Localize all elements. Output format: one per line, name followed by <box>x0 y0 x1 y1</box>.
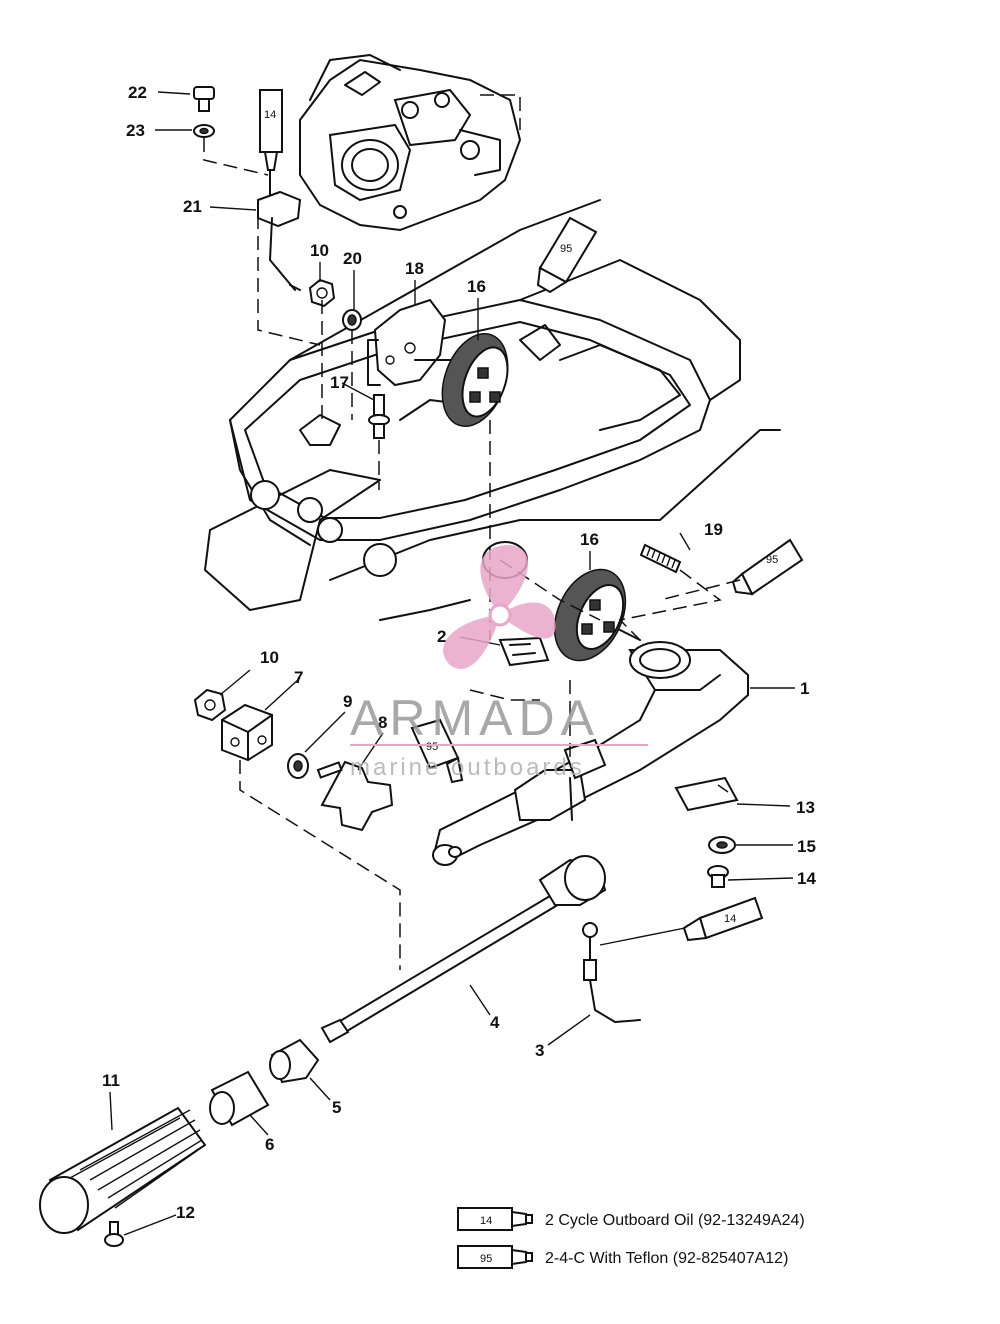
callout-8: 8 <box>378 713 387 732</box>
tube-95-right-label: 95 <box>766 554 778 566</box>
tube-14-top-label: 14 <box>264 109 276 121</box>
part-18-bracket <box>367 298 471 387</box>
part-5-bushing <box>269 1038 320 1084</box>
callout-3: 3 <box>535 1041 544 1060</box>
watermark-brand: ARMADA <box>350 690 600 746</box>
tube-95-top: 95 <box>536 216 598 294</box>
callout-12: 12 <box>176 1203 195 1222</box>
part-9-washer <box>287 753 309 779</box>
part-13-plate <box>674 776 739 812</box>
callout-19: 19 <box>704 520 723 539</box>
part-11-grip <box>39 1106 207 1234</box>
callout-17: 17 <box>330 373 349 392</box>
callout-23: 23 <box>126 121 145 140</box>
part-3-cable <box>582 922 641 1023</box>
callout-9: 9 <box>343 692 352 711</box>
tube-14-right: 14 <box>682 896 764 942</box>
part-10-nut-lower <box>193 688 227 722</box>
assembly-dashed-lines <box>203 138 741 970</box>
tube-14-top: 14 <box>259 89 283 171</box>
callout-5: 5 <box>332 1098 341 1117</box>
part-19-spring <box>639 543 682 574</box>
callout-21: 21 <box>183 197 202 216</box>
part-20-washer <box>342 309 362 331</box>
callout-4: 4 <box>490 1013 500 1032</box>
callout-22: 22 <box>128 83 147 102</box>
part-1-tiller-tube <box>432 641 749 866</box>
callout-14: 14 <box>797 869 816 888</box>
part-12-screw <box>104 1221 124 1247</box>
tube-95-right: 95 <box>731 538 804 596</box>
part-17-stud <box>368 394 390 439</box>
part-14-screw <box>707 865 729 888</box>
callout-10-lower: 10 <box>260 648 279 667</box>
callout-20: 20 <box>343 249 362 268</box>
callout-16-top: 16 <box>467 277 486 296</box>
part-6-sleeve <box>209 1070 270 1127</box>
part-16-gear-top <box>441 332 509 428</box>
watermark-tagline: marine outboards <box>350 754 585 781</box>
lubricant-legend: 14 2 Cycle Outboard Oil (92-13249A24) 95… <box>457 1207 805 1269</box>
legend-tube-14-label: 14 <box>480 1215 492 1227</box>
callout-7: 7 <box>294 668 303 687</box>
callout-16-lower: 16 <box>580 530 599 549</box>
callout-13: 13 <box>796 798 815 817</box>
callout-6: 6 <box>265 1135 274 1154</box>
legend-text-14: 2 Cycle Outboard Oil (92-13249A24) <box>545 1212 805 1229</box>
part-7-block <box>221 703 273 762</box>
part-23-washer <box>193 124 215 138</box>
callout-numbers: 22 23 21 10 20 18 16 17 19 16 2 1 10 7 9… <box>102 83 816 1222</box>
legend-row-14: 14 2 Cycle Outboard Oil (92-13249A24) <box>457 1207 805 1231</box>
propeller-logo <box>443 545 556 669</box>
callout-1: 1 <box>800 679 809 698</box>
callout-11: 11 <box>102 1071 120 1090</box>
callout-10-top: 10 <box>310 241 329 260</box>
part-2-clip <box>498 636 550 667</box>
tube-95-top-label: 95 <box>560 243 572 255</box>
part-8-knob <box>316 760 394 832</box>
part-15-washer <box>708 836 736 854</box>
part-4-shaft <box>320 855 607 1044</box>
callout-2: 2 <box>437 627 446 646</box>
carburetor-drawing <box>299 54 522 232</box>
part-21-clip <box>257 169 302 291</box>
tube-14-right-label: 14 <box>724 913 736 925</box>
legend-row-95: 95 2-4-C With Teflon (92-825407A12) <box>457 1245 788 1269</box>
callout-15: 15 <box>797 837 816 856</box>
legend-tube-95-label: 95 <box>480 1253 492 1265</box>
legend-text-95: 2-4-C With Teflon (92-825407A12) <box>545 1250 788 1267</box>
callout-18: 18 <box>405 259 424 278</box>
armada-watermark: ARMADA marine outboards <box>350 545 648 781</box>
part-22-screw <box>193 86 215 112</box>
